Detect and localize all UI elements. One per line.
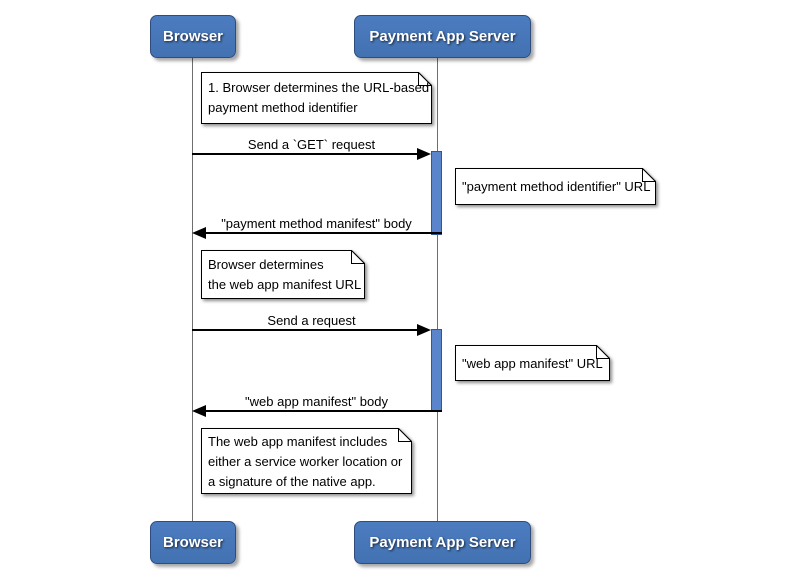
note-paper-icon <box>201 250 365 299</box>
note-determine-payment-method-identifier: 1. Browser determines the URL-based paym… <box>201 72 432 124</box>
actor-server-label: Payment App Server <box>369 534 516 551</box>
actor-browser-label: Browser <box>162 534 224 551</box>
note-text: 1. Browser determines the URL-based paym… <box>208 80 430 115</box>
arrowhead-right-icon <box>417 324 431 336</box>
note-paper-icon <box>201 72 432 124</box>
arrowhead-left-icon <box>192 405 206 417</box>
activation-bar-1 <box>431 151 442 235</box>
note-paper-icon <box>455 168 656 205</box>
message-label-web-app-manifest-body: "web app manifest" body <box>245 394 388 409</box>
actor-server-top: Payment App Server <box>354 15 531 58</box>
arrowhead-right-icon <box>417 148 431 160</box>
note-text: The web app manifest includes either a s… <box>208 434 403 489</box>
note-paper-icon <box>455 345 610 381</box>
note-paper-icon <box>201 428 412 494</box>
lifeline-browser <box>192 58 193 521</box>
message-line-web-app-manifest-body <box>205 410 442 412</box>
message-label-get-request: Send a `GET` request <box>247 137 376 152</box>
actor-browser-top: Browser <box>150 15 236 58</box>
actor-browser-label: Browser <box>162 28 224 45</box>
actor-browser-bottom: Browser <box>150 521 236 564</box>
note-web-app-manifest-url: "web app manifest" URL <box>455 345 610 381</box>
note-determine-web-app-manifest: Browser determines the web app manifest … <box>201 250 365 299</box>
message-line-payment-method-manifest-body <box>205 232 442 234</box>
arrowhead-left-icon <box>192 227 206 239</box>
actor-server-label: Payment App Server <box>369 28 516 45</box>
message-line-send-request <box>192 329 417 331</box>
note-text: Browser determines the web app manifest … <box>208 257 362 292</box>
note-web-app-manifest-contents: The web app manifest includes either a s… <box>201 428 412 494</box>
note-text: "payment method identifier" URL <box>462 179 651 194</box>
message-line-get-request <box>192 153 417 155</box>
message-label-payment-method-manifest-body: "payment method manifest" body <box>221 216 412 231</box>
note-payment-method-identifier-url: "payment method identifier" URL <box>455 168 656 205</box>
lifeline-server <box>437 58 438 521</box>
actor-server-bottom: Payment App Server <box>354 521 531 564</box>
note-text: "web app manifest" URL <box>462 355 603 371</box>
message-label-send-request: Send a request <box>267 313 356 328</box>
